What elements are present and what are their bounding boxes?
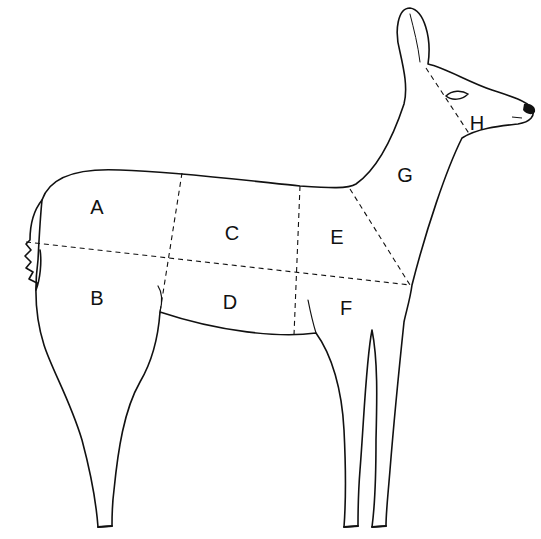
deer-tail: [25, 200, 42, 290]
cut-letter: E: [330, 227, 343, 247]
deer-mouth: [512, 117, 522, 118]
cut-letter: A: [90, 197, 103, 217]
deer-nose: [523, 104, 535, 114]
hoof: [98, 526, 386, 527]
cut-line: [294, 186, 300, 335]
cut-letter: D: [223, 292, 237, 312]
cut-letter: G: [397, 165, 413, 185]
cut-line: [426, 68, 470, 135]
cut-letter: F: [340, 298, 352, 318]
deer-eye: [446, 91, 468, 99]
cut-line: [26, 242, 410, 285]
cut-line: [350, 189, 410, 285]
deer-outline: [36, 8, 533, 527]
leg-detail: [158, 286, 162, 312]
cut-letter: C: [225, 223, 239, 243]
cut-line: [160, 173, 182, 312]
cut-letter: B: [90, 288, 103, 308]
ear-detail: [410, 14, 420, 62]
leg-detail: [308, 300, 316, 333]
cut-lines: [26, 68, 470, 335]
cut-letter: H: [470, 113, 484, 133]
